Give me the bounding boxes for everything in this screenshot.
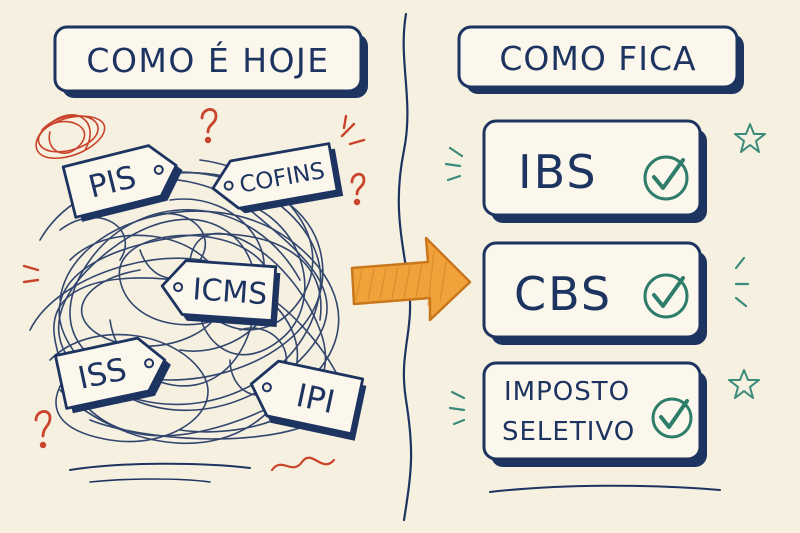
item-label-line-1: IMPOSTO [504,377,630,407]
star-icon [734,123,766,153]
check-icon [651,397,693,439]
item-imposto-seletivo: IMPOSTO SELETIVO [482,361,707,467]
tag-pis: PIS [61,144,183,222]
tag-ipi: IPI [249,359,367,441]
underline-squiggle-icon [489,484,721,493]
item-cbs: CBS [482,241,707,345]
question-mark-icon [34,108,366,449]
left-title: COMO É HOJE [86,40,329,80]
left-title-box: COMO É HOJE [53,25,368,98]
spark-dashes-icon [22,114,366,284]
check-icon [643,273,689,319]
spark-dashes-icon [444,146,750,426]
star-icon [728,369,760,399]
tag-label: ICMS [191,272,268,312]
tag-iss: ISS [54,336,171,414]
right-title-box: COMO FICA [457,25,744,94]
left-panel: COMO É HOJE [22,25,368,483]
underline-squiggles-icon [69,456,336,483]
tag-cofins: COFINS [211,142,344,214]
right-panel: COMO FICA IBS CBS IMPOSTO [444,25,766,493]
item-label: CBS [514,267,612,321]
tag-icms: ICMS [160,259,281,328]
item-label-line-2: SELETIVO [502,417,635,447]
right-title: COMO FICA [499,39,696,78]
item-ibs: IBS [482,119,707,223]
tag-label: IPI [293,376,338,421]
arrow-right-icon [350,236,472,322]
scribble-icon [35,114,106,159]
check-icon [643,155,689,201]
item-label: IBS [518,145,598,199]
